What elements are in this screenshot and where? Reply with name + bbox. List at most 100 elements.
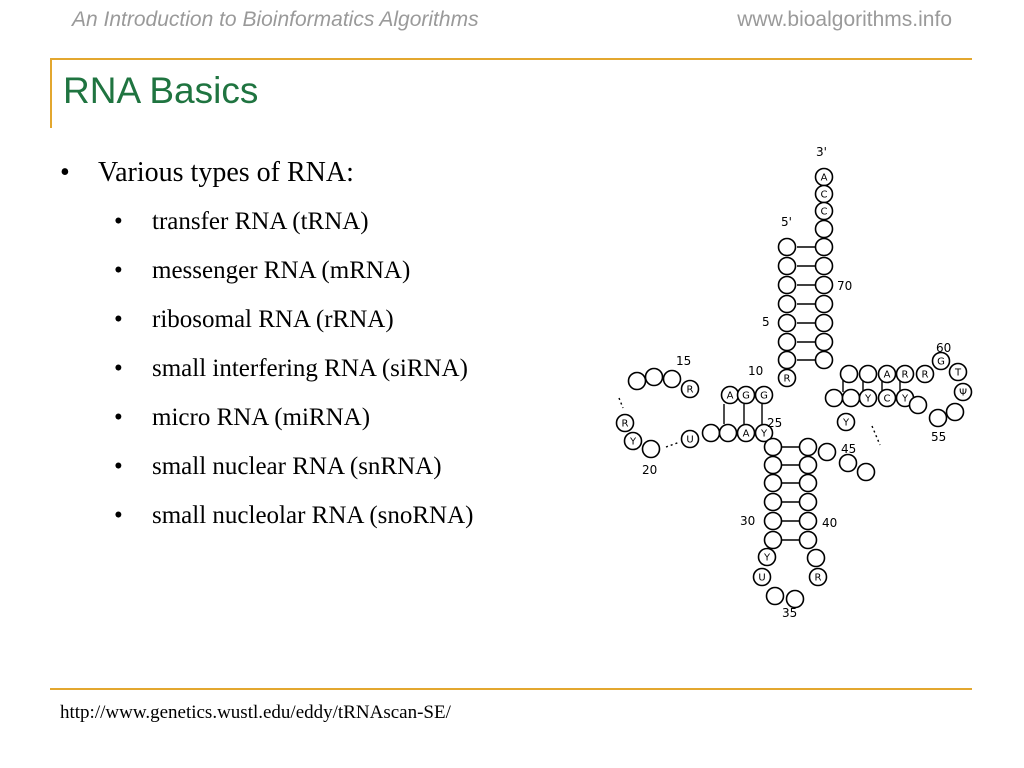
base-label: A [821,173,828,184]
base-label: C [821,207,828,218]
nucleotide [814,332,834,352]
nucleotide [945,402,965,422]
base-label: Y [842,418,850,429]
bullet-item: •transfer RNA (tRNA) [114,208,369,235]
bullet-item: •micro RNA (miRNA) [114,404,371,431]
position-number-label: 15 [676,354,691,368]
nucleotide [841,388,861,408]
position-number-label: 30 [740,514,755,528]
nucleotide [824,388,844,408]
slide-title: RNA Basics [63,70,259,111]
nucleotide [895,364,915,384]
nucleotide [662,369,682,389]
nucleotide [814,237,834,257]
title-side-rule [50,58,52,128]
position-number-label: 40 [822,516,837,530]
nucleotide [615,413,635,433]
position-number-label: 20 [642,463,657,477]
nucleotide [777,237,797,257]
base-label: C [821,190,828,201]
nucleotide [836,412,856,432]
base-label: Y [864,394,872,405]
bullet-item-text: small nucleolar RNA (snoRNA) [152,502,474,529]
source-url: http://www.genetics.wustl.edu/eddy/tRNAs… [60,702,451,723]
header-website: www.bioalgorithms.info [737,8,952,31]
nucleotide [644,367,664,387]
position-number-label: 45 [841,442,856,456]
nucleotide [814,219,834,239]
bullet-item: •small nucleolar RNA (snoRNA) [114,502,474,529]
bullet-item-text: transfer RNA (tRNA) [152,208,369,235]
nucleotide [814,313,834,333]
nucleotide [763,473,783,493]
base-label: R [922,370,929,381]
nucleotide [757,547,777,567]
nucleotide [814,275,834,295]
nucleotide [763,530,783,550]
position-number-label: 55 [931,430,946,444]
nucleotide [777,275,797,295]
nucleotide [680,429,700,449]
nucleotide [754,423,774,443]
base-label: G [742,391,750,402]
base-label: Y [760,429,768,440]
nucleotide [736,423,756,443]
footer-divider [50,688,972,690]
nucleotide [808,567,828,587]
base-label: U [758,573,765,584]
nucleotide [877,364,897,384]
nucleotide [908,395,928,415]
nucleotide [763,492,783,512]
base-label: A [727,391,734,402]
base-label: R [687,385,694,396]
bullet-item: •small nuclear RNA (snRNA) [114,453,442,480]
nucleotide [838,453,858,473]
five-prime-end-label: 5' [781,215,792,229]
nucleotide [798,473,818,493]
base-label: R [815,573,822,584]
nucleotide [814,201,834,221]
nucleotide [763,455,783,475]
nucleotide [763,511,783,531]
nucleotide [777,350,797,370]
nucleotide [858,388,878,408]
nucleotide [623,431,643,451]
base-label: G [937,357,945,368]
bullet-item-text: ribosomal RNA (rRNA) [152,306,394,333]
nucleotide [806,548,826,568]
nucleotide [817,442,837,462]
nucleotide [953,382,973,402]
base-label: Y [629,437,637,448]
nucleotide [814,294,834,314]
position-number-label: 35 [782,606,797,620]
bullet-item: •ribosomal RNA (rRNA) [114,306,394,333]
base-label: Y [901,394,909,405]
title-divider [50,58,972,60]
bullet-main-text: Various types of RNA: [98,157,354,188]
nucleotide [680,379,700,399]
nucleotide [627,371,647,391]
nucleotide [931,351,951,371]
nucleotide [785,589,805,609]
base-label: R [784,374,791,385]
nucleotide [763,437,783,457]
nucleotide [798,511,818,531]
bullet-item-text: small interfering RNA (siRNA) [152,355,468,382]
nucleotide [777,368,797,388]
position-number-label: 60 [936,341,951,355]
bullet-item: •messenger RNA (mRNA) [114,257,411,284]
nucleotide [777,313,797,333]
nucleotide [641,439,661,459]
base-label: G [760,391,768,402]
base-label: Ψ [959,388,967,399]
position-number-label: 70 [837,279,852,293]
nucleotide [777,294,797,314]
nucleotide [839,364,859,384]
nucleotide [701,423,721,443]
base-label: U [686,435,693,446]
nucleotide [814,350,834,370]
position-number-label: 10 [748,364,763,378]
position-number-label: 25 [767,416,782,430]
nucleotide [752,567,772,587]
